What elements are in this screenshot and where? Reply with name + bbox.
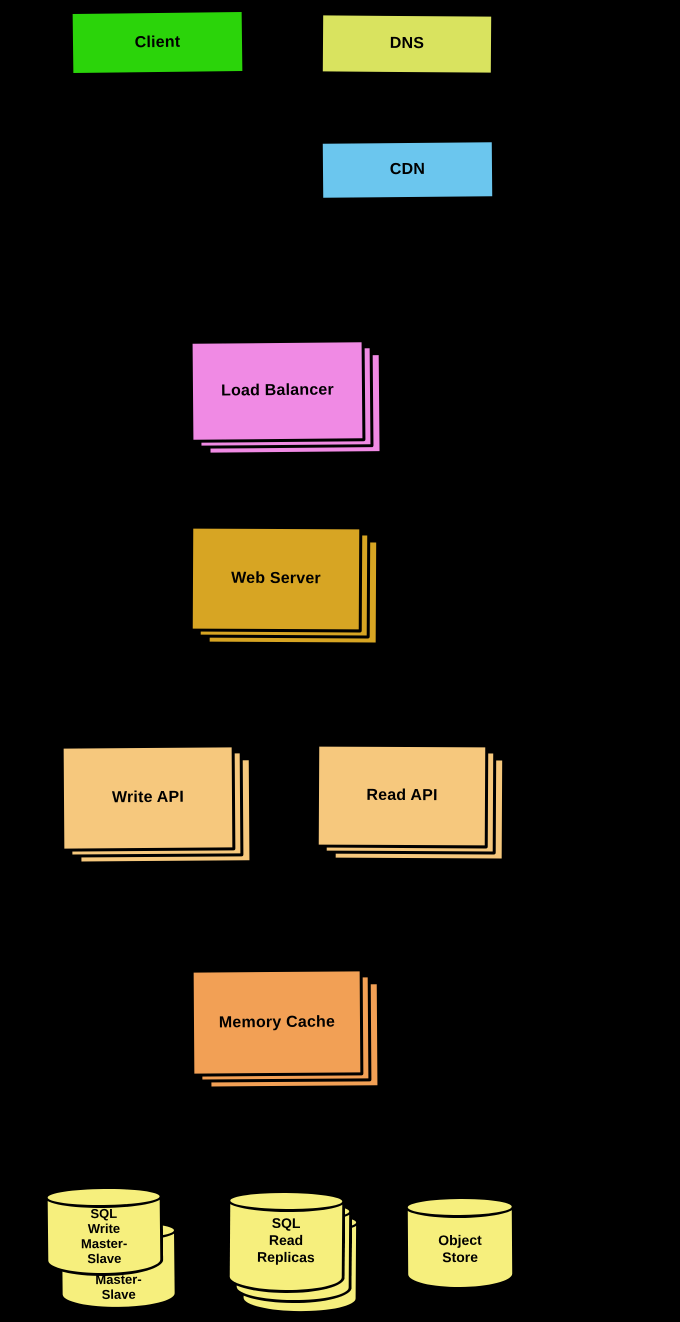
node-sql-write-label: SQL Write Master- Slave [80, 1205, 128, 1267]
node-read-api: Read API [315, 743, 506, 862]
node-sql-read-cylinder: SQL Read Replicas [226, 1189, 346, 1294]
node-write-api: Write API [60, 744, 253, 865]
node-sql-write-cylinder: SQL Write Master- Slave [44, 1185, 164, 1277]
node-read-api-box: Read API [315, 743, 489, 849]
node-sql-read-replicas: SQL Read Replicas [226, 1189, 360, 1315]
node-object-store-label: Object Store [438, 1231, 482, 1266]
node-load-balancer-label: Load Balancer [220, 381, 334, 400]
node-dns: DNS [319, 12, 495, 76]
node-client: Client [69, 8, 246, 77]
node-object-store-cylinder: Object Store [404, 1195, 516, 1291]
node-object-store: Object Store [404, 1195, 516, 1291]
node-memory-cache-label: Memory Cache [218, 1013, 336, 1031]
node-client-box: Client [69, 8, 246, 77]
node-sql-read-label: SQL Read Replicas [257, 1214, 315, 1266]
node-load-balancer: Load Balancer [189, 339, 383, 456]
node-read-api-label: Read API [366, 786, 438, 805]
node-web-server: Web Server [189, 525, 380, 646]
node-memory-cache-box: Memory Cache [190, 968, 364, 1077]
node-client-label: Client [134, 33, 181, 51]
node-sql-write-master-slave: SQL Write Master- Slave SQL Write Master… [44, 1185, 178, 1311]
node-write-api-label: Write API [111, 788, 185, 807]
node-cdn: CDN [319, 139, 496, 201]
node-cdn-label: CDN [389, 160, 426, 179]
node-web-server-label: Web Server [231, 569, 321, 588]
node-dns-label: DNS [389, 34, 425, 53]
node-write-api-box: Write API [60, 744, 236, 852]
node-dns-box: DNS [319, 12, 495, 76]
node-load-balancer-box: Load Balancer [189, 339, 366, 443]
node-cdn-box: CDN [319, 139, 496, 201]
node-memory-cache: Memory Cache [190, 968, 381, 1090]
node-web-server-box: Web Server [189, 525, 363, 633]
